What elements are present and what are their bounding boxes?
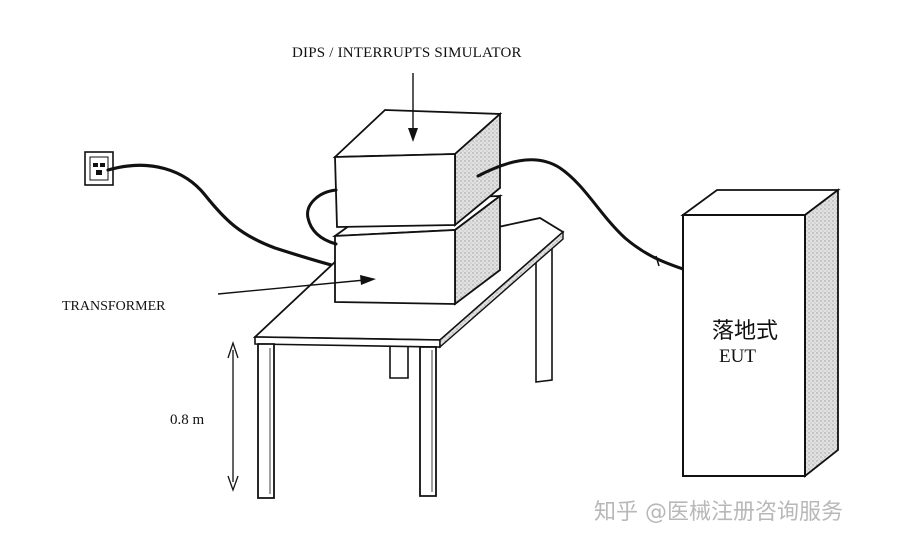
simulator-label: DIPS / INTERRUPTS SIMULATOR [292,45,522,61]
height-label: 0.8 m [170,412,205,428]
dips-simulator-box [332,109,503,228]
interconnect-cable [306,188,338,246]
simulator-pointer-arrow [408,73,418,142]
transformer-label: TRANSFORMER [62,299,166,314]
eut-cabinet [680,188,841,478]
watermark-text: 知乎 @医械注册咨询服务 [594,500,843,525]
eut-cable [476,158,688,272]
eut-label: EUT [719,346,756,367]
mains-cable [106,163,337,268]
eut-label-type: 落地式 [712,318,778,343]
height-dimension-arrow [227,340,239,492]
transformer-pointer-arrow [217,275,376,295]
